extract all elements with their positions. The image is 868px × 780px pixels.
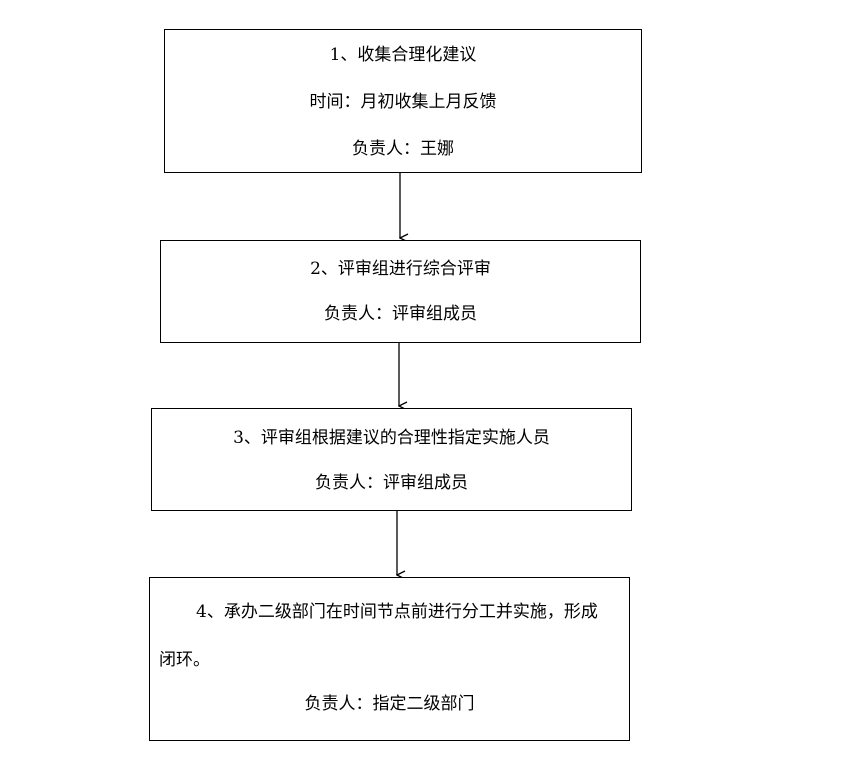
step-4-owner: 负责人：指定二级部门 bbox=[304, 694, 475, 714]
step-1-time: 时间：月初收集上月反馈 bbox=[309, 92, 497, 112]
step-4-title-line-1: 4、承办二级部门在时间节点前进行分工并实施，形成 bbox=[196, 602, 598, 622]
step-1-owner: 负责人：王娜 bbox=[352, 139, 454, 159]
step-4-title-line-2: 闭环。 bbox=[159, 650, 210, 670]
step-3-owner: 负责人：评审组成员 bbox=[315, 473, 468, 493]
step-2-box: 2、评审组进行综合评审 负责人：评审组成员 bbox=[160, 240, 641, 343]
step-2-owner: 负责人：评审组成员 bbox=[324, 304, 477, 324]
step-3-box: 3、评审组根据建议的合理性指定实施人员 负责人：评审组成员 bbox=[151, 408, 632, 511]
step-2-title: 2、评审组进行综合评审 bbox=[310, 259, 491, 279]
step-4-box: 4、承办二级部门在时间节点前进行分工并实施，形成 闭环。 负责人：指定二级部门 bbox=[149, 577, 630, 741]
step-1-box: 1、收集合理化建议 时间：月初收集上月反馈 负责人：王娜 bbox=[164, 29, 642, 173]
step-3-title: 3、评审组根据建议的合理性指定实施人员 bbox=[233, 428, 550, 448]
step-1-title: 1、收集合理化建议 bbox=[329, 45, 477, 65]
